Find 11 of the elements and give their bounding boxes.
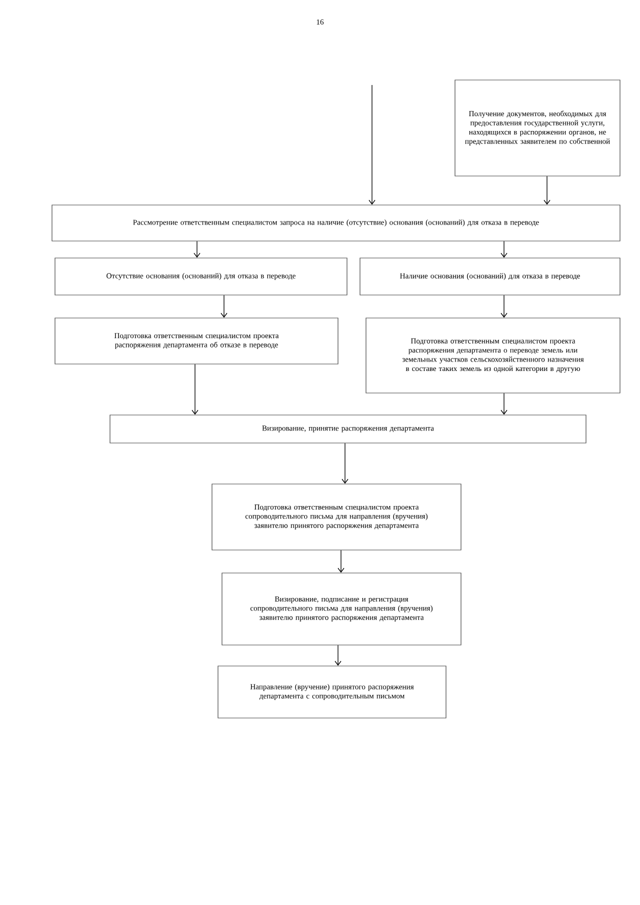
arrow	[368, 84, 376, 205]
arrow	[220, 294, 228, 318]
arrow	[342, 442, 348, 484]
arrow	[500, 392, 508, 415]
arrow	[500, 240, 508, 258]
arrow	[500, 294, 508, 318]
arrow	[334, 644, 342, 666]
arrow	[192, 364, 198, 415]
arrow	[338, 550, 344, 573]
arrow	[544, 176, 550, 205]
arrow	[194, 240, 200, 258]
